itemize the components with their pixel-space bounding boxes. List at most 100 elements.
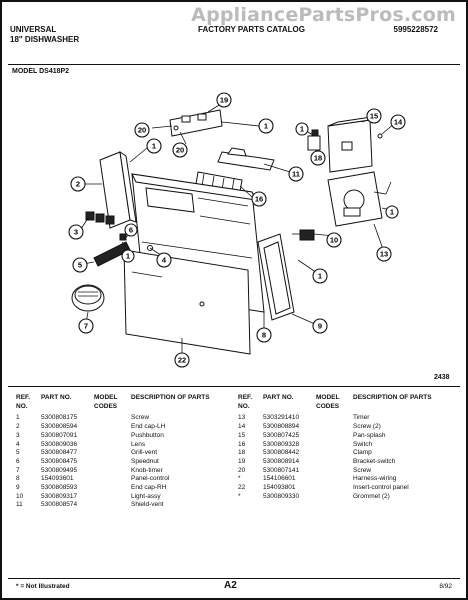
callout-1: 1 (385, 205, 399, 219)
svg-text:1: 1 (318, 272, 322, 281)
end-cap-rh-part (257, 233, 295, 321)
callout-14: 14 (390, 114, 406, 130)
page-number: A2 (224, 580, 237, 591)
col-part: PART NO. (41, 394, 72, 401)
col-desc: DESCRIPTION OF PARTS (353, 394, 432, 401)
callout-20: 20 (134, 122, 150, 138)
callout-8: 8 (256, 327, 272, 343)
table-header-row: REF. NO. PART NO. MODEL CODES DESCRIPTIO… (16, 394, 214, 414)
knob-timer-part (71, 284, 105, 312)
col-model: MODEL CODES (94, 394, 118, 410)
bracket-switch-part (169, 109, 223, 137)
svg-text:1: 1 (390, 208, 394, 217)
svg-text:14: 14 (394, 118, 403, 127)
model-number: MODEL DS418P2 (12, 68, 70, 75)
exploded-parts-diagram: 19 20 1 20 11 16 1 2 3 6 4 5 1 7 8 9 22 … (68, 92, 406, 368)
pushbutton-part (85, 211, 115, 225)
col-ref: REF. NO. (238, 394, 253, 410)
callout-19: 19 (216, 92, 232, 108)
svg-text:20: 20 (138, 126, 146, 135)
revision-date: 8/92 (439, 583, 452, 590)
svg-text:7: 7 (84, 322, 88, 331)
callout-11: 11 (288, 166, 304, 182)
end-cap-lh-part (99, 150, 137, 229)
clamp-part (307, 129, 321, 151)
svg-text:1: 1 (126, 252, 130, 261)
svg-text:1: 1 (300, 125, 304, 134)
callout-4: 4 (156, 252, 172, 268)
callout-16: 16 (251, 191, 267, 207)
callout-2: 2 (70, 176, 86, 192)
callout-1: 1 (258, 118, 274, 134)
svg-text:16: 16 (255, 195, 263, 204)
footer-rule (8, 578, 460, 579)
svg-text:9: 9 (318, 322, 322, 331)
brand-line-1: UNIVERSAL (10, 25, 57, 34)
col-ref: REF. NO. (16, 394, 31, 410)
svg-text:1: 1 (152, 142, 156, 151)
svg-text:8: 8 (262, 331, 266, 340)
callout-22: 22 (174, 352, 190, 368)
callout-18: 18 (310, 150, 326, 166)
callout-9: 9 (312, 318, 328, 334)
col-desc: DESCRIPTION OF PARTS (131, 394, 210, 401)
svg-text:15: 15 (370, 112, 378, 121)
screw-part (377, 133, 383, 139)
timer-part (327, 171, 387, 227)
parts-table-left: REF. NO. PART NO. MODEL CODES DESCRIPTIO… (16, 394, 214, 510)
catalog-title: FACTORY PARTS CATALOG (198, 25, 305, 34)
svg-text:18: 18 (314, 154, 322, 163)
watermark: AppliancePartsPros.com (191, 4, 456, 26)
callout-7: 7 (78, 318, 94, 334)
svg-text:6: 6 (129, 226, 133, 235)
header-rule (8, 64, 460, 65)
brand-line-2: 18" DISHWASHER (10, 35, 80, 44)
callout-3: 3 (68, 224, 84, 240)
svg-text:5: 5 (78, 261, 82, 270)
svg-text:3: 3 (74, 228, 78, 237)
parts-table-right: REF. NO. PART NO. MODEL CODES DESCRIPTIO… (238, 394, 436, 501)
shield-vent-part (217, 147, 275, 171)
table-rule (8, 386, 460, 387)
footnote: * = Not Illustrated (16, 583, 70, 590)
svg-text:22: 22 (178, 356, 186, 365)
callout-1: 1 (312, 268, 328, 284)
drawing-number: 2438 (434, 374, 450, 381)
callout-1: 1 (146, 138, 162, 154)
svg-text:11: 11 (292, 170, 300, 179)
callout-5: 5 (72, 257, 88, 273)
svg-text:20: 20 (176, 146, 184, 155)
callout-13: 13 (376, 246, 392, 262)
callout-10: 10 (326, 232, 342, 248)
col-model: MODEL CODES (316, 394, 340, 410)
svg-text:10: 10 (330, 236, 338, 245)
light-assy-part (292, 229, 315, 241)
catalog-number: 5995228572 (393, 25, 439, 34)
callout-1: 1 (295, 122, 309, 136)
svg-text:13: 13 (380, 250, 388, 259)
svg-text:19: 19 (220, 96, 228, 105)
callout-1: 1 (121, 249, 135, 263)
pan-splash-part (327, 115, 379, 173)
callout-6: 6 (124, 223, 138, 237)
svg-text:4: 4 (162, 256, 167, 265)
